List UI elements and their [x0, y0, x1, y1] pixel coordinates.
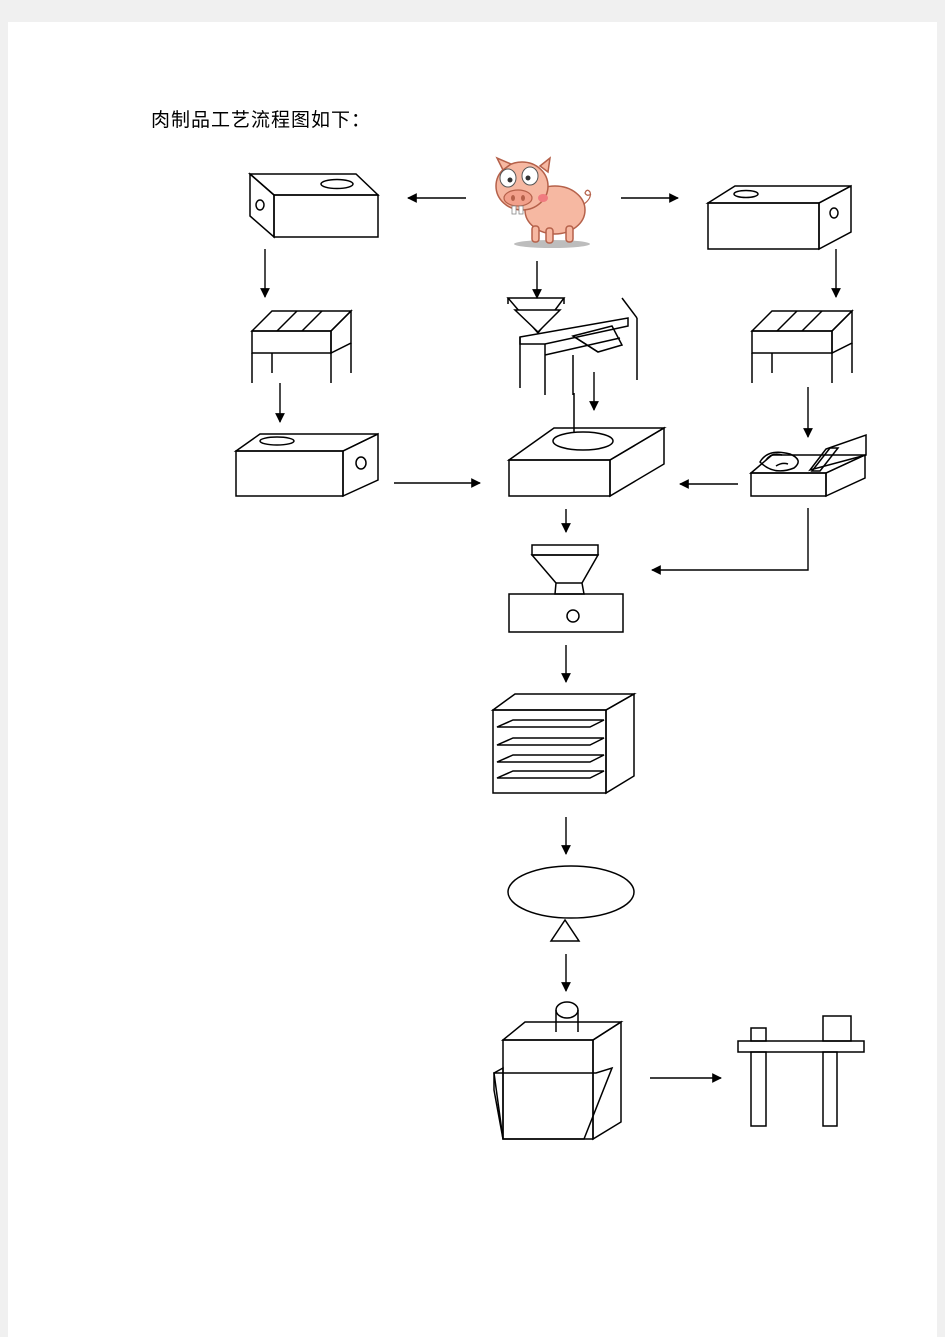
grinder-icon	[508, 544, 624, 633]
arrow-mixer-to-grinder	[651, 508, 809, 575]
rack-icon	[750, 309, 854, 383]
packer-icon	[493, 1001, 624, 1141]
chopper-icon	[506, 393, 667, 498]
tumbler-icon	[506, 297, 638, 395]
box-machine-icon	[705, 184, 852, 251]
box-machine-icon	[248, 172, 380, 239]
stuffer-icon	[490, 692, 637, 795]
document-page: 肉制品工艺流程图如下：	[8, 22, 937, 1337]
scale-icon	[549, 918, 581, 942]
mixer-icon	[748, 433, 867, 498]
table-icon	[737, 1015, 865, 1127]
smokehouse-icon	[507, 865, 635, 919]
pig-icon	[495, 156, 592, 248]
page-title: 肉制品工艺流程图如下：	[151, 109, 372, 131]
box-machine-icon	[233, 432, 379, 498]
rack-icon	[250, 309, 353, 383]
flow-arrows	[260, 193, 841, 1083]
